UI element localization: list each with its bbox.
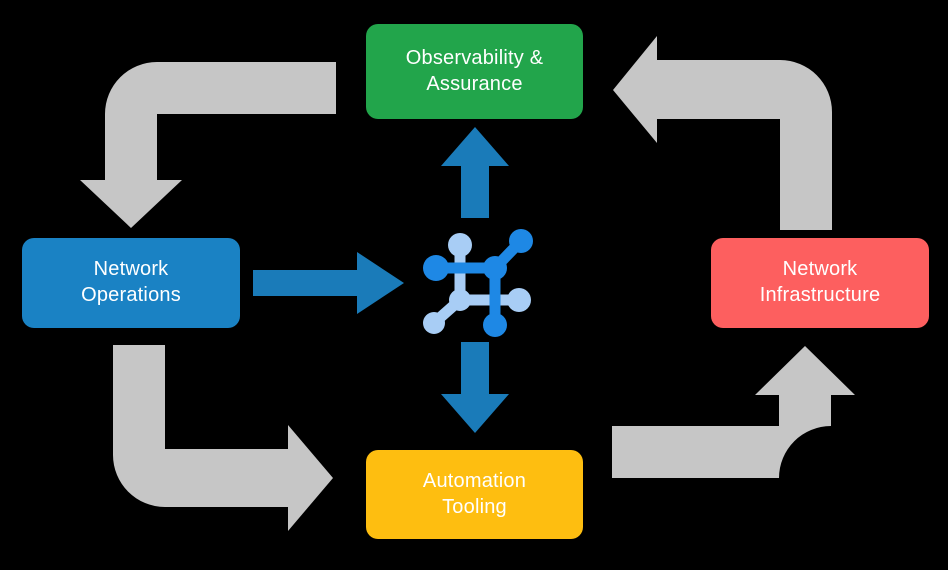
flow-arrow-center-to-automation: [441, 342, 509, 433]
cycle-arrow-automation-to-infrastructure: [612, 346, 855, 478]
cycle-arrow-observability-to-operations: [80, 62, 336, 228]
box-automation-tooling[interactable]: Automation Tooling: [366, 450, 583, 539]
flow-arrow-center-to-observability: [441, 127, 509, 218]
cycle-arrow-infrastructure-to-observability: [613, 36, 832, 230]
box-observability-assurance[interactable]: Observability & Assurance: [366, 24, 583, 119]
box-network-infrastructure[interactable]: Network Infrastructure: [711, 238, 929, 328]
cycle-arrow-operations-to-automation: [113, 345, 333, 531]
flow-arrow-operations-to-center: [253, 252, 404, 314]
box-network-operations[interactable]: Network Operations: [22, 238, 240, 328]
